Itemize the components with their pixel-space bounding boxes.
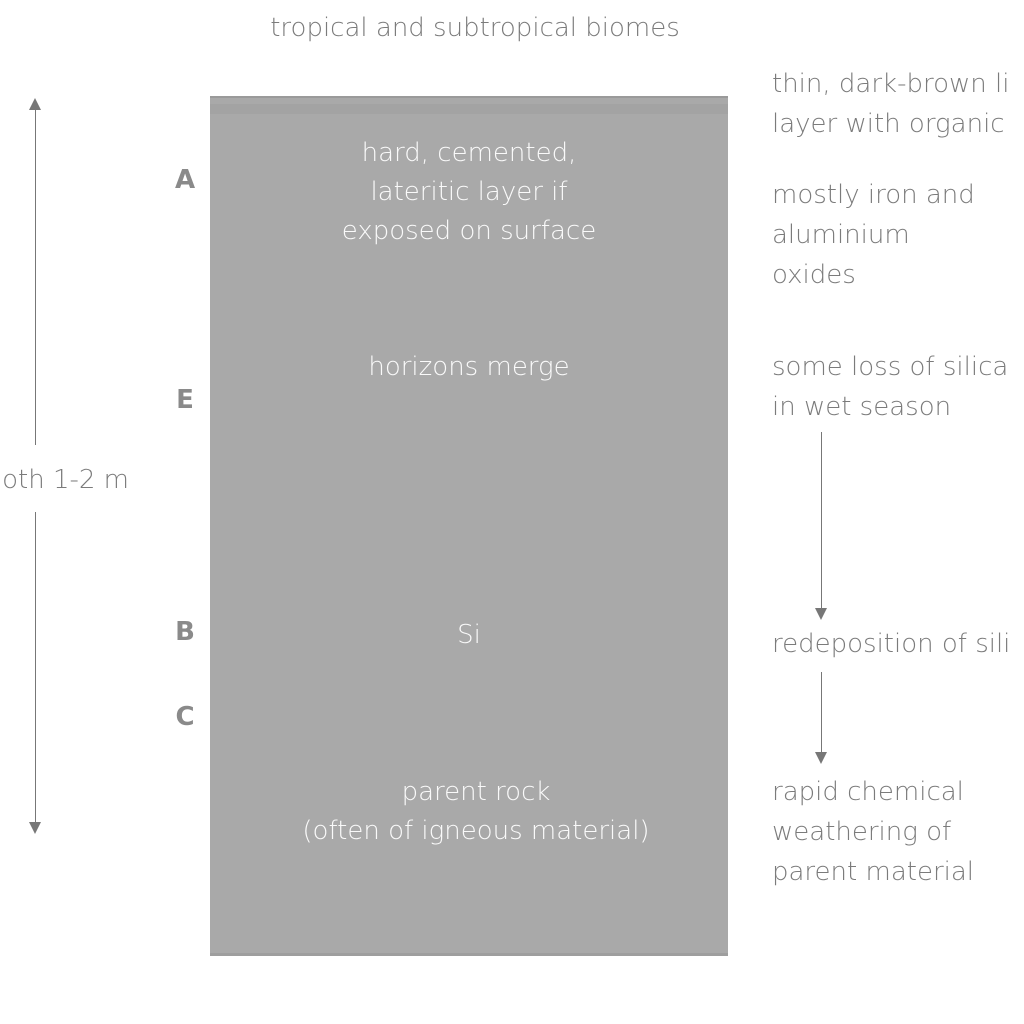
depth-arrow-up (29, 98, 41, 445)
litter-line: layer with organic (772, 109, 1005, 139)
weathering-line: parent material (772, 857, 975, 887)
parent-rock-line: (often of igneous material) (302, 816, 650, 846)
litter-description: thin, dark-brown li layer with organic (772, 64, 1009, 144)
depth-arrow-down (29, 512, 41, 834)
depth-label: oth 1-2 m (2, 465, 129, 495)
silica-loss-line: in wet season (772, 392, 952, 422)
oxides-line: mostly iron and (772, 180, 975, 210)
diagram-title: tropical and subtropical biomes (270, 13, 680, 43)
weathering-description: rapid chemical weathering of parent mate… (772, 772, 974, 892)
parent-rock-line: parent rock (401, 777, 551, 807)
weathering-arrow (815, 672, 827, 764)
laterite-line: exposed on surface (341, 216, 597, 246)
soil-profile: hard, cemented, lateritic layer if expos… (210, 96, 728, 956)
leaching-arrow (815, 432, 827, 620)
horizon-e-label: E (176, 385, 194, 415)
horizon-c-label: C (175, 702, 195, 732)
litter-line: thin, dark-brown li (772, 69, 1010, 99)
oxides-line: aluminium (772, 220, 910, 250)
horizons-merge-text: horizons merge (368, 352, 570, 382)
horizon-a-label: A (174, 165, 196, 195)
weathering-line: rapid chemical (772, 777, 964, 807)
silica-loss-line: some loss of silica (772, 352, 1009, 382)
weathering-line: weathering of (772, 817, 952, 847)
horizon-b-label: B (175, 617, 195, 647)
silica-loss-description: some loss of silica in wet season (772, 347, 1008, 427)
parent-rock-text: parent rock (often of igneous material) (224, 773, 728, 851)
redeposition-description: redeposition of sili (772, 629, 1011, 659)
laterite-text: hard, cemented, lateritic layer if expos… (210, 134, 728, 251)
litter-layer (210, 104, 728, 114)
silica-symbol: Si (457, 620, 481, 650)
oxides-description: mostly iron and aluminium oxides (772, 175, 975, 295)
oxides-line: oxides (772, 260, 856, 290)
laterite-line: hard, cemented, (361, 138, 577, 168)
laterite-line: lateritic layer if (370, 177, 568, 207)
